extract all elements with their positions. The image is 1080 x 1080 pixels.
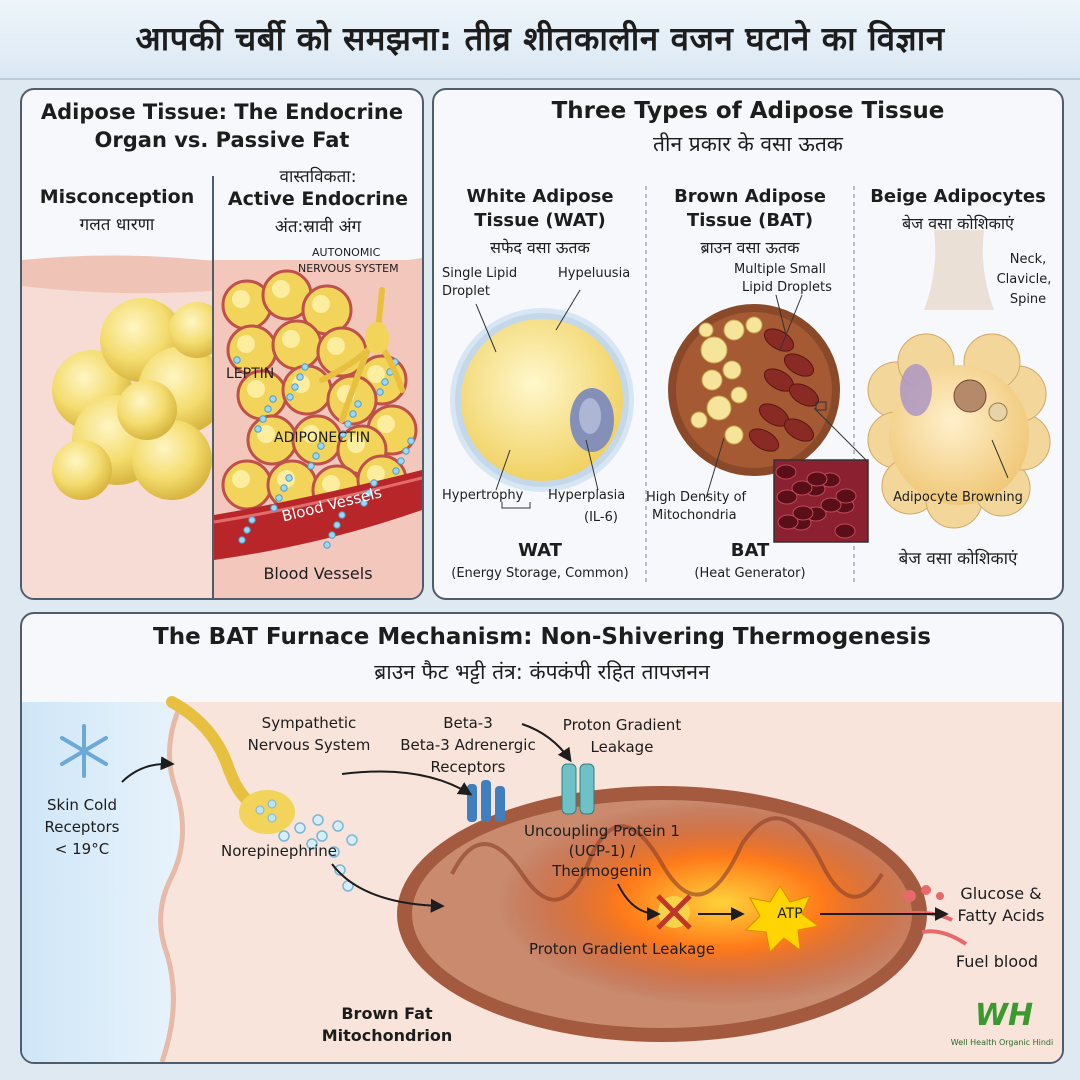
beige-location-line1: Neck, — [1009, 252, 1047, 267]
glucose-label-line2: Fatty Acids — [957, 906, 1045, 925]
bat-abbr: BAT — [730, 540, 770, 561]
beige-hindi: बेज वसा कोशिकाएं — [902, 214, 1014, 233]
panel2-title-hindi: तीन प्रकार के वसा ऊतक — [653, 132, 843, 156]
nerve-ending — [166, 696, 295, 834]
beige-location-line2: Clavicle, — [996, 272, 1052, 287]
skin-receptors-line1: Skin Cold — [47, 796, 117, 814]
panel-endocrine-organ: Adipose Tissue: The Endocrine Organ vs. … — [20, 88, 424, 600]
wat-single-label-line1: Single Lipid — [442, 266, 518, 281]
ucp1-label-line1: Uncoupling Protein 1 — [524, 822, 680, 840]
hormone-particles — [233, 356, 415, 549]
panel-bat-furnace: The BAT Furnace Mechanism: Non-Shivering… — [20, 612, 1064, 1064]
wat-cell — [450, 289, 634, 509]
sns-label-line2: Nervous System — [247, 736, 371, 754]
glucose-label-line1: Glucose & — [960, 884, 1042, 903]
bat-name-line1: Brown Adipose — [674, 186, 826, 207]
sns-label-line1: Sympathetic — [261, 714, 357, 732]
beige-location-line3: Spine — [1009, 292, 1047, 307]
panel2-title: Three Types of Adipose Tissue — [551, 98, 945, 124]
wat-hyperplasia-label: Hyperplasia — [548, 488, 626, 503]
pgl-bottom-label: Proton Gradient Leakage — [528, 940, 716, 958]
beta3-label-line1: Beta-3 — [443, 714, 493, 732]
beige-caption: बेज वसा कोशिकाएं — [898, 549, 1018, 569]
panel3-title-hindi: ब्राउन फैट भट्टी तंत्र: कंपकंपी रहित ताप… — [374, 660, 710, 684]
ans-label-line2: NERVOUS SYSTEM — [298, 262, 399, 275]
beige-browning-label: Adipocyte Browning — [893, 490, 1023, 505]
beta3-receptor-icon — [467, 780, 505, 822]
ans-label-line1: AUTONOMIC — [312, 246, 381, 259]
panel-three-types: Three Types of Adipose Tissue तीन प्रकार… — [432, 88, 1064, 600]
wat-abbr: WAT — [518, 540, 562, 561]
snowflake-icon — [60, 724, 108, 778]
panel1-title-line1: Adipose Tissue: The Endocrine — [40, 100, 404, 124]
ucp1-channel-icon — [561, 763, 595, 815]
wat-name-line1: White Adipose — [466, 186, 614, 207]
furnace-illustration — [22, 696, 1062, 1062]
atp-label: ATP — [777, 906, 803, 922]
adiponectin-label: ADIPONECTIN — [274, 430, 371, 446]
wat-il6-label: (IL-6) — [584, 510, 618, 525]
beta3-label-line3: Receptors — [430, 758, 506, 776]
norepinephrine-label: Norepinephrine — [221, 842, 337, 860]
endocrine-hindi: अंत:स्रावी अंग — [274, 217, 362, 237]
three-types-illustration — [450, 186, 1051, 586]
mitochondrion-label-line1: Brown Fat — [341, 1004, 433, 1023]
cold-skin-region — [22, 702, 183, 1062]
mitochondrion-label-line2: Mitochondrion — [321, 1026, 453, 1045]
bat-density-label-line2: Mitochondria — [652, 508, 737, 523]
wat-hyp-label: Hypeluusia — [558, 266, 631, 281]
panel1-title-line2: Organ vs. Passive Fat — [94, 128, 350, 152]
logo-mark: WH — [974, 998, 1034, 1033]
skin-receptors-line2: Receptors — [44, 818, 120, 836]
endocrine-illustration — [22, 176, 422, 598]
bat-cell — [668, 294, 869, 543]
leptin-label: LEPTIN — [226, 366, 275, 382]
blocked-atp-synthase-icon — [656, 894, 692, 930]
pgl-top-line1: Proton Gradient — [562, 716, 682, 734]
header: आपकी चर्बी को समझना: तीव्र शीतकालीन वजन … — [0, 0, 1080, 80]
vessel-caption: Blood Vessels — [263, 564, 373, 583]
atp-burst — [744, 885, 820, 954]
active-endocrine-heading: Active Endocrine — [227, 188, 409, 210]
wat-hindi: सफेद वसा ऊतक — [490, 238, 590, 257]
bat-multi-label-line2: Lipid Droplets — [742, 280, 832, 295]
wat-hypertrophy-label: Hypertrophy — [442, 488, 524, 503]
passive-fat-cluster — [52, 298, 226, 500]
norepinephrine-particles — [278, 814, 358, 892]
beige-cell — [867, 230, 1051, 529]
beta3-label-line2: Beta-3 Adrenergic — [400, 736, 536, 754]
misconception-heading: Misconception — [39, 186, 195, 208]
bat-density-label-line1: High Density of — [646, 490, 747, 505]
bat-desc: (Heat Generator) — [694, 566, 806, 581]
bat-name-line2: Tissue (BAT) — [686, 210, 814, 231]
bat-hindi: ब्राउन वसा ऊतक — [700, 238, 800, 257]
misconception-hindi: गलत धारणा — [79, 215, 155, 235]
ucp1-label-line3: Thermogenin — [552, 862, 652, 880]
panel3-title: The BAT Furnace Mechanism: Non-Shivering… — [153, 624, 931, 650]
fuel-blood-label: Fuel blood — [955, 952, 1039, 971]
beige-name: Beige Adipocytes — [870, 186, 1046, 207]
skin-receptors-line3: < 19°C — [54, 840, 110, 858]
bat-multi-label-line1: Multiple Small — [734, 262, 826, 277]
logo-tagline: Well Health Organic Hindi — [950, 1038, 1054, 1047]
wat-name-line2: Tissue (WAT) — [474, 210, 606, 231]
ucp1-label-line2: (UCP-1) / — [568, 842, 636, 860]
page-title: आपकी चर्बी को समझना: तीव्र शीतकालीन वजन … — [135, 19, 945, 58]
reality-hindi: वास्तविकता: — [279, 167, 357, 187]
wat-desc: (Energy Storage, Common) — [451, 566, 629, 581]
wat-single-label-line2: Droplet — [442, 284, 490, 299]
pgl-top-line2: Leakage — [590, 738, 654, 756]
